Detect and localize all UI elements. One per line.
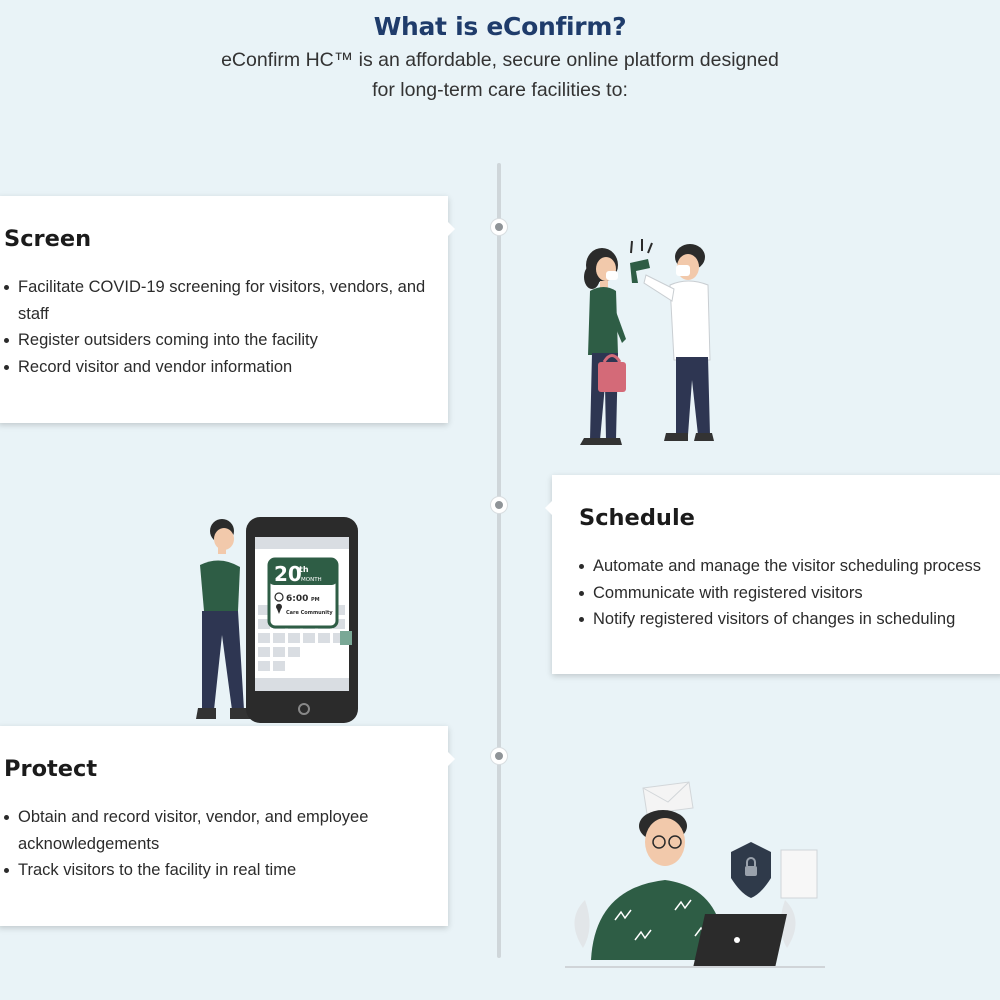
calendar-day: 20 — [274, 562, 302, 586]
list-item: Track visitors to the facility in real t… — [4, 857, 428, 884]
location-pin-icon — [276, 603, 282, 614]
protect-card: Protect Obtain and record visitor, vendo… — [0, 726, 455, 926]
list-item: Automate and manage the visitor scheduli… — [579, 553, 984, 580]
list-item: Facilitate COVID-19 screening for visito… — [4, 274, 428, 327]
calendar-time: 6:00 — [286, 594, 308, 604]
schedule-title: Schedule — [579, 505, 695, 531]
schedule-list: Automate and manage the visitor scheduli… — [577, 553, 984, 633]
phone-calendar-illustration: 20 th MONTH 6:00 PM Care Community — [196, 517, 358, 723]
page-title: What is eConfirm? — [373, 12, 627, 41]
calendar-day-suffix: th — [299, 565, 309, 574]
list-item: Record visitor and vendor information — [4, 354, 428, 381]
timeline-dot-protect — [491, 748, 507, 764]
list-item: Obtain and record visitor, vendor, and e… — [4, 804, 428, 857]
screen-title: Screen — [4, 226, 92, 252]
timeline-dot-screen — [491, 219, 507, 235]
screen-list: Facilitate COVID-19 screening for visito… — [2, 274, 428, 380]
protect-title: Protect — [4, 756, 98, 782]
screen-card: Screen Facilitate COVID-19 screening for… — [0, 196, 455, 423]
card-pointer — [448, 222, 455, 236]
calendar-time-suffix: PM — [311, 597, 320, 603]
screening-illustration — [580, 239, 714, 445]
subtitle-line-1: eConfirm HC™ is an affordable, secure on… — [221, 49, 779, 71]
timeline-line — [497, 163, 501, 958]
list-item: Register outsiders coming into the facil… — [4, 327, 428, 354]
clock-icon — [274, 592, 284, 602]
card-pointer — [448, 752, 455, 766]
schedule-card: Schedule Automate and manage the visitor… — [545, 475, 1000, 674]
header: What is eConfirm? eConfirm HC™ is an aff… — [0, 12, 1000, 105]
calendar-place: Care Community — [286, 610, 333, 616]
security-illustration — [565, 781, 825, 968]
timeline-dot-schedule — [491, 497, 507, 513]
list-item: Notify registered visitors of changes in… — [579, 606, 984, 633]
subtitle-line-2: for long-term care facilities to: — [372, 79, 628, 101]
list-item: Communicate with registered visitors — [579, 580, 984, 607]
page-subtitle: eConfirm HC™ is an affordable, secure on… — [0, 45, 1000, 105]
protect-list: Obtain and record visitor, vendor, and e… — [2, 804, 428, 884]
card-pointer — [545, 501, 552, 515]
calendar-month: MONTH — [301, 577, 322, 583]
